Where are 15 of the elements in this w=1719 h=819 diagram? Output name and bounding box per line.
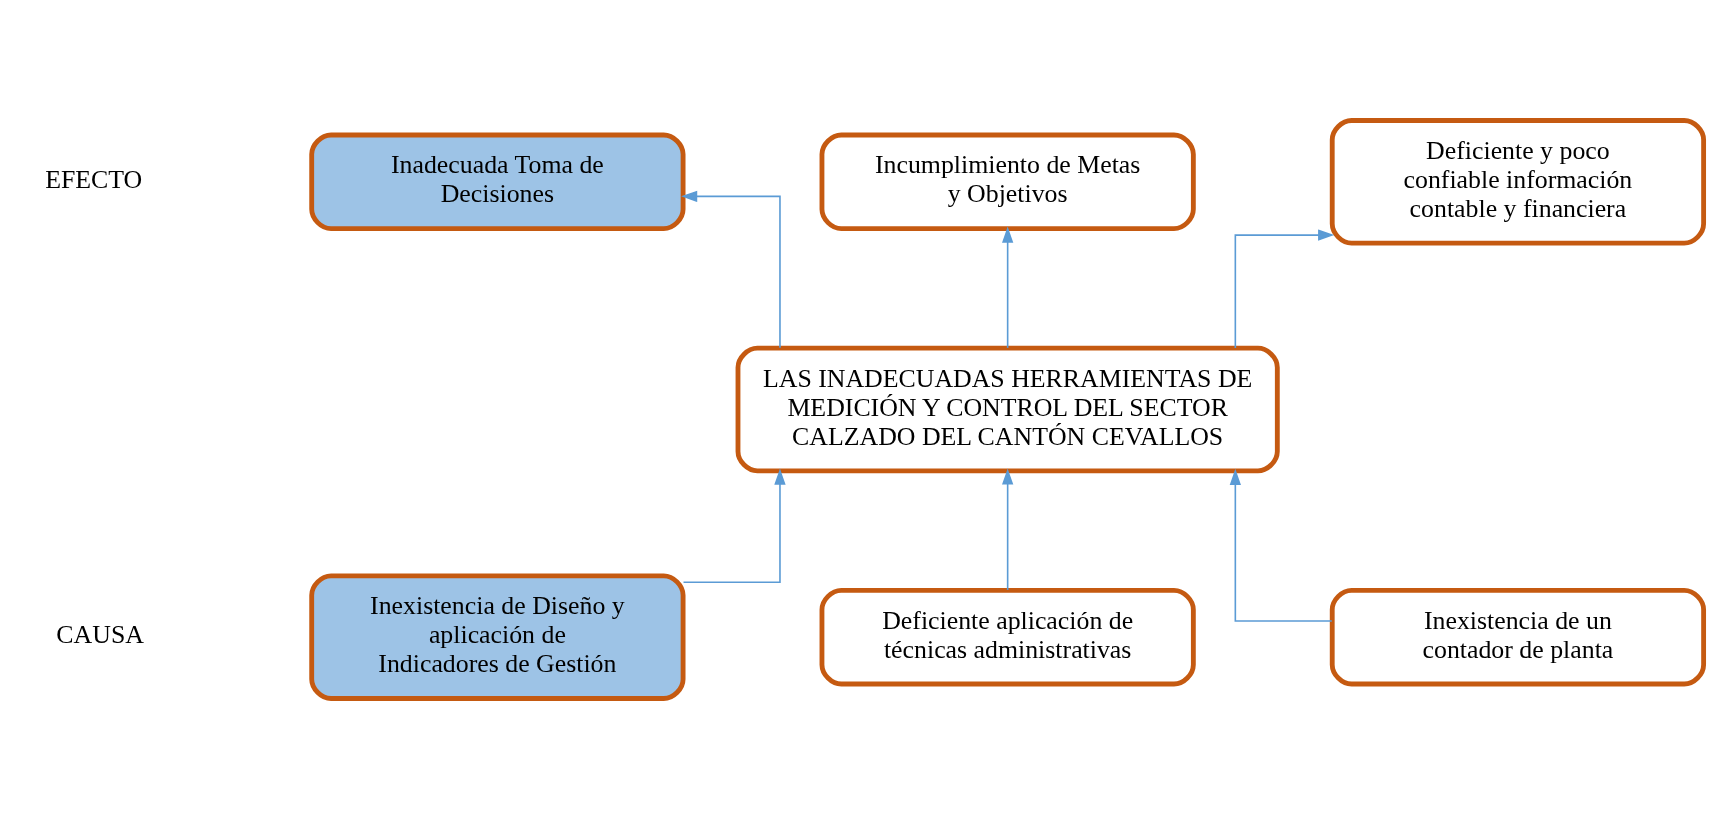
- node-box: Incumplimiento de Metas y Objetivos: [819, 132, 1196, 232]
- node-box: Deficiente aplicación de técnicas administrativas: [819, 587, 1196, 687]
- label: EFECTO: [45, 164, 143, 194]
- arrow: [1002, 226, 1014, 349]
- node-box: Deficiente y poco confiable información contable y financiera: [1329, 118, 1707, 246]
- label: CAUSA: [56, 620, 144, 650]
- node-box: Inadecuada Toma de Decisiones: [309, 132, 686, 232]
- node-box: LAS INADECUADAS HERRAMIENTAS DE MEDICIÓN Y CONTROL DEL SECTOR CALZADO DEL CANTÓN CEVALLOS: [735, 345, 1280, 474]
- node-box: Inexistencia de un contador de planta: [1329, 587, 1707, 687]
- arrow: [1002, 468, 1014, 591]
- arrow: [1234, 229, 1335, 349]
- arrow: [681, 190, 781, 349]
- arrow: [1229, 468, 1333, 622]
- node-box: Inexistencia de Diseño y aplicación de Indicadores de Gestión: [309, 573, 686, 701]
- arrow: [682, 468, 786, 584]
